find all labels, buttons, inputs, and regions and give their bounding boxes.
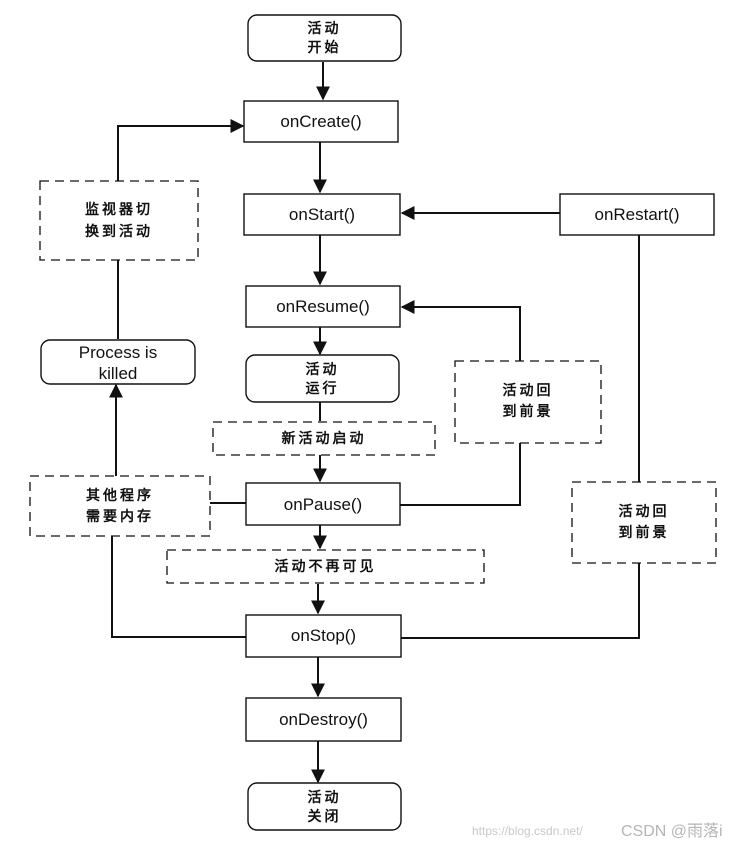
condition-return-foreground-resume-line1: 活动回 (503, 382, 554, 399)
edge-onstop-to-onrestart (401, 235, 640, 639)
node-onstop-label: onStop() (291, 626, 356, 645)
node-activity-start-line2: 开始 (308, 39, 342, 56)
condition-new-activity-starts: 新活动启动 (212, 421, 436, 456)
node-process-killed-line2: killed (99, 364, 138, 383)
node-activity-start-line1: 活动 (308, 20, 342, 37)
node-onstart: onStart() (243, 193, 401, 236)
node-ondestroy-label: onDestroy() (279, 710, 368, 729)
node-activity-end-line1: 活动 (308, 789, 342, 806)
edge-onstop-to-killed (111, 503, 246, 638)
watermark: https://blog.csdn.net/ CSDN @雨落i (472, 822, 723, 840)
node-activity-end: 活动 关闭 (247, 782, 402, 831)
condition-activity-invisible: 活动不再可见 (166, 549, 485, 584)
condition-return-foreground-resume-line2: 到前景 (503, 403, 554, 420)
node-onrestart-label: onRestart() (594, 205, 679, 224)
edge-killed-to-oncreate (117, 119, 245, 339)
condition-return-foreground-resume: 活动回 到前景 (454, 360, 602, 444)
node-onpause-label: onPause() (284, 495, 362, 514)
condition-navigate-back-line2: 换到活动 (85, 223, 153, 240)
condition-new-activity-starts-label: 新活动启动 (282, 430, 367, 447)
condition-return-foreground-restart-line2: 到前景 (619, 524, 670, 541)
condition-navigate-back-line1: 监视器切 (85, 201, 153, 218)
node-activity-start: 活动 开始 (247, 14, 402, 62)
node-onrestart: onRestart() (559, 193, 715, 236)
node-onstop: onStop() (245, 614, 402, 658)
node-onpause: onPause() (245, 482, 401, 526)
watermark-brand: CSDN @雨落i (621, 822, 723, 840)
watermark-url: https://blog.csdn.net/ (472, 824, 583, 838)
condition-navigate-back: 监视器切 换到活动 (39, 180, 199, 261)
node-activity-running: 活动 运行 (245, 354, 400, 403)
condition-activity-invisible-label: 活动不再可见 (275, 558, 377, 575)
node-oncreate: onCreate() (243, 100, 399, 143)
condition-low-memory-line2: 需要内存 (86, 508, 154, 525)
node-activity-end-line2: 关闭 (308, 808, 342, 825)
node-onresume-label: onResume() (276, 297, 370, 316)
condition-low-memory: 其他程序 需要内存 (29, 475, 211, 537)
node-onresume: onResume() (245, 285, 401, 328)
node-oncreate-label: onCreate() (280, 112, 361, 131)
node-process-killed-line1: Process is (79, 343, 157, 362)
node-activity-running-line2: 运行 (306, 380, 340, 397)
node-activity-running-line1: 活动 (306, 361, 340, 378)
node-onstart-label: onStart() (289, 205, 355, 224)
node-process-killed: Process is killed (40, 339, 196, 385)
condition-return-foreground-restart: 活动回 到前景 (571, 481, 717, 564)
node-ondestroy: onDestroy() (245, 697, 402, 742)
condition-low-memory-line1: 其他程序 (86, 487, 154, 504)
condition-return-foreground-restart-line1: 活动回 (619, 503, 670, 520)
